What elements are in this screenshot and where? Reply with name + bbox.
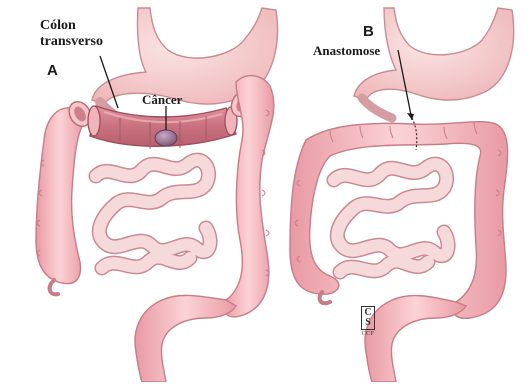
signature-monogram: C S — [361, 306, 374, 330]
small-intestine-b — [334, 164, 448, 272]
colon-b — [290, 122, 508, 319]
anastomosis-label: Anastomose — [313, 43, 380, 59]
artist-signature: C S CCF — [354, 306, 382, 337]
rectum-a — [135, 295, 236, 382]
signature-letter-s: S — [365, 317, 371, 328]
panel-b — [290, 8, 514, 382]
signature-org: CCF — [354, 331, 382, 337]
small-intestine-a — [96, 160, 210, 268]
cancer-label: Câncer — [142, 92, 182, 108]
transverse-colon-label-line1: Cólon — [40, 18, 103, 34]
panel-a — [36, 8, 278, 382]
panel-b-label: B — [363, 23, 374, 40]
tumor — [155, 130, 177, 146]
ascending-colon-a — [36, 108, 84, 284]
transverse-colon-label: Cólon transverso — [40, 18, 103, 50]
transverse-colon-label-line2: transverso — [40, 34, 103, 50]
panel-a-label: A — [47, 62, 58, 79]
